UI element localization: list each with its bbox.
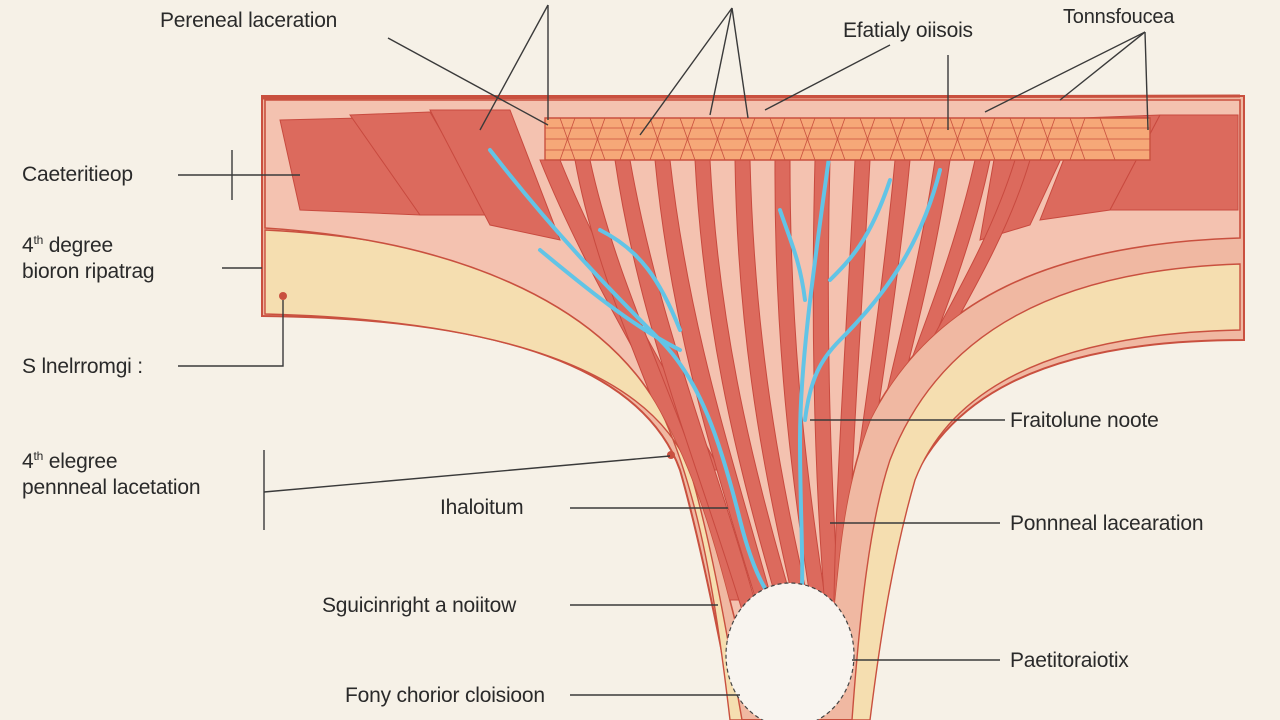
label-top-right: Tonnsfoucea	[1063, 6, 1175, 28]
bulb-structure	[725, 582, 855, 720]
label-left-2: 4th degree bioron ripatrag	[22, 233, 155, 286]
label-left-1: Caeteritieop	[22, 163, 133, 186]
surface-line	[261, 94, 1241, 100]
label-right-1: Fraitolune noote	[1010, 409, 1159, 432]
label-left-4-line1: 4th elegree	[22, 449, 118, 473]
blood-vessels	[488, 148, 942, 622]
label-left-2-line2: bioron ripatrag	[22, 260, 155, 284]
label-left-3: S lnelrromgi :	[22, 355, 143, 378]
label-left-2-line1: 4th degree	[22, 233, 113, 257]
label-center-1: Ihaloitum	[440, 496, 524, 519]
label-top-center: Efatialy oiisois	[843, 19, 973, 42]
label-left-4: 4th elegree pennneal lacetation	[22, 449, 201, 502]
label-left-4-line2: pennneal lacetation	[22, 476, 201, 500]
label-center-2: Sguicinright a noiitow	[322, 594, 517, 617]
adipose-band	[544, 117, 1151, 161]
leader-lines	[178, 4, 1149, 696]
fat-layer	[264, 229, 1241, 720]
label-right-3: Paetitoraiotix	[1010, 649, 1129, 672]
marker-dot	[279, 292, 287, 300]
marker-dot	[667, 451, 675, 459]
label-right-2: Ponnneal lacearation	[1010, 512, 1204, 535]
label-center-3: Fony chorior cloisioon	[345, 684, 545, 707]
label-top-left: Pereneal laceration	[160, 9, 338, 32]
